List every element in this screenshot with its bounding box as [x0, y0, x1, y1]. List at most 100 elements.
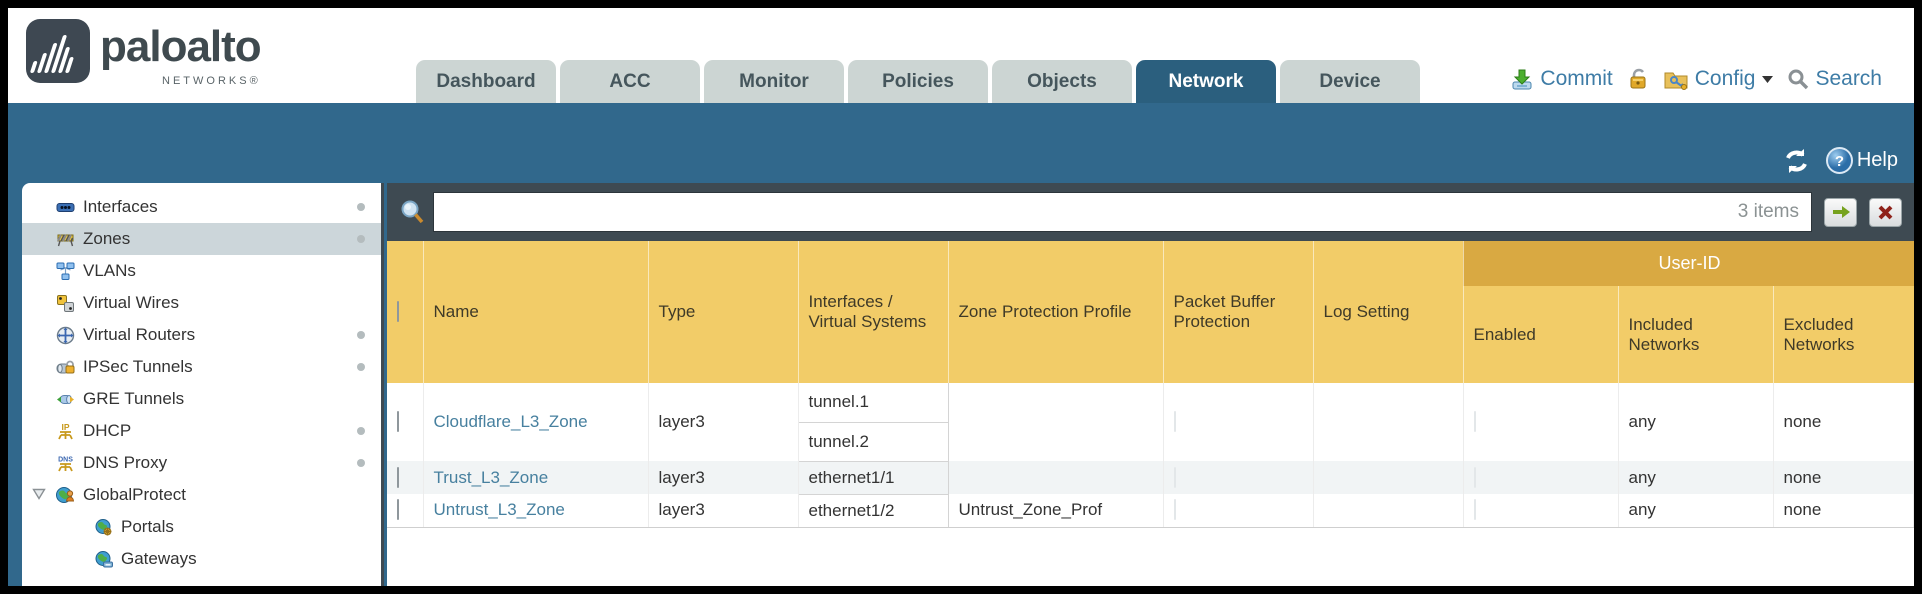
tab-network[interactable]: Network	[1136, 60, 1276, 103]
sidebar-item-label: IPSec Tunnels	[83, 357, 193, 376]
excluded-networks-cell: none	[1773, 461, 1914, 494]
log-setting-cell	[1313, 461, 1464, 494]
dhcp-icon: IP	[56, 422, 75, 441]
zone-name-link[interactable]: Cloudflare_L3_Zone	[433, 412, 588, 431]
vlans-icon	[56, 262, 75, 281]
table-row: tunnel.2	[387, 422, 1914, 462]
user-id-enabled-checkbox[interactable]	[1473, 411, 1476, 432]
log-setting-cell	[1313, 383, 1464, 461]
row-select-cell	[387, 383, 424, 461]
tab-acc[interactable]: ACC	[560, 60, 700, 103]
commit-button[interactable]: Commit	[1510, 67, 1613, 91]
sidebar-item-virtual-wires[interactable]: Virtual Wires	[22, 287, 381, 319]
sidebar-item-vlans[interactable]: VLANs	[22, 255, 381, 287]
packet-buffer-checkbox[interactable]	[1173, 411, 1176, 432]
type-cell: layer3	[648, 461, 799, 494]
commit-icon	[1510, 67, 1534, 91]
column-header-excluded-networks[interactable]: Excluded Networks	[1772, 286, 1914, 383]
sidebar-item-ipsec-tunnels[interactable]: IPSec Tunnels	[22, 351, 381, 383]
apply-filter-button[interactable]	[1824, 197, 1857, 227]
interfaces-icon	[56, 198, 75, 217]
excluded-networks-cell: none	[1773, 383, 1914, 461]
header-utilities: Commit Config Search	[1510, 67, 1882, 91]
global-search-button[interactable]: Search	[1787, 67, 1882, 91]
select-all-checkbox[interactable]	[397, 301, 399, 322]
column-header-zone-protection[interactable]: Zone Protection Profile	[947, 241, 1163, 383]
globalprotect-icon	[56, 486, 75, 505]
tab-dashboard[interactable]: Dashboard	[416, 60, 556, 103]
enabled-cell	[1463, 494, 1619, 528]
tab-device[interactable]: Device	[1280, 60, 1420, 103]
select-all-header[interactable]	[387, 241, 423, 383]
sidebar-item-interfaces[interactable]: Interfaces	[22, 191, 381, 223]
interface-cell: tunnel.2	[798, 422, 949, 462]
column-header-log-setting[interactable]: Log Setting	[1312, 241, 1463, 383]
help-button[interactable]: ? Help	[1825, 147, 1898, 174]
row-select-cell	[387, 494, 424, 528]
user-id-enabled-checkbox[interactable]	[1473, 499, 1476, 521]
brand-subtitle: NETWORKS®	[162, 75, 261, 87]
expander-triangle-icon[interactable]	[32, 488, 46, 500]
status-dot	[357, 363, 365, 371]
lock-icon[interactable]	[1626, 67, 1650, 91]
type-cell: layer3	[648, 383, 799, 461]
sidebar-item-virtual-routers[interactable]: Virtual Routers	[22, 319, 381, 351]
type-cell: layer3	[648, 494, 799, 528]
svg-text:IP: IP	[61, 422, 69, 432]
svg-text:?: ?	[1835, 153, 1844, 170]
tab-monitor[interactable]: Monitor	[704, 60, 844, 103]
dns-proxy-icon: DNS	[56, 454, 75, 473]
filter-toolbar: 3 items	[387, 183, 1914, 241]
sidebar-item-globalprotect[interactable]: GlobalProtect	[22, 479, 381, 511]
sidebar-item-label: GRE Tunnels	[83, 389, 185, 408]
packet-buffer-cell	[1163, 494, 1314, 528]
sidebar-item-gateways[interactable]: Gateways	[22, 543, 381, 575]
zone-name-link[interactable]: Trust_L3_Zone	[433, 467, 549, 487]
refresh-icon[interactable]	[1783, 148, 1810, 174]
config-menu-button[interactable]: Config	[1663, 67, 1775, 91]
sidebar-item-label: Gateways	[121, 549, 197, 568]
row-checkbox[interactable]	[397, 411, 399, 432]
tab-policies[interactable]: Policies	[848, 60, 988, 103]
row-checkbox[interactable]	[397, 499, 399, 521]
sidebar-item-gre-tunnels[interactable]: GRE Tunnels	[22, 383, 381, 415]
user-id-enabled-checkbox[interactable]	[1473, 466, 1476, 488]
gre-tunnels-icon	[56, 390, 75, 409]
name-cell: Untrust_L3_Zone	[423, 494, 649, 528]
packet-buffer-cell	[1163, 383, 1314, 461]
column-header-enabled[interactable]: Enabled	[1462, 286, 1618, 383]
sidebar-item-label: GlobalProtect	[83, 485, 186, 504]
sidebar-item-zones[interactable]: Zones	[22, 223, 381, 255]
tab-objects[interactable]: Objects	[992, 60, 1132, 103]
status-dot	[357, 331, 365, 339]
status-dot	[357, 203, 365, 211]
clear-filter-button[interactable]	[1869, 197, 1902, 227]
column-header-type[interactable]: Type	[647, 241, 798, 383]
column-header-interfaces[interactable]: Interfaces / Virtual Systems	[797, 241, 948, 383]
column-header-name[interactable]: Name	[422, 241, 648, 383]
filter-input[interactable]	[434, 193, 1738, 231]
packet-buffer-checkbox[interactable]	[1173, 499, 1176, 521]
zone-name-link[interactable]: Untrust_L3_Zone	[433, 500, 565, 520]
column-header-included-networks[interactable]: Included Networks	[1617, 286, 1773, 383]
sidebar-item-portals[interactable]: Portals	[22, 511, 381, 543]
column-header-packet-buffer[interactable]: Packet Buffer Protection	[1162, 241, 1313, 383]
row-checkbox[interactable]	[397, 466, 399, 488]
status-dot	[357, 235, 365, 243]
item-count: 3 items	[1737, 201, 1799, 222]
name-cell: Cloudflare_L3_Zone	[423, 383, 649, 461]
packet-buffer-checkbox[interactable]	[1173, 466, 1176, 488]
sidebar-item-label: VLANs	[83, 261, 136, 280]
svg-text:DNS: DNS	[58, 456, 73, 463]
zones-icon	[56, 230, 75, 249]
brand-name: paloalto	[100, 22, 262, 71]
paloalto-logo: paloalto NETWORKS®	[26, 19, 262, 87]
